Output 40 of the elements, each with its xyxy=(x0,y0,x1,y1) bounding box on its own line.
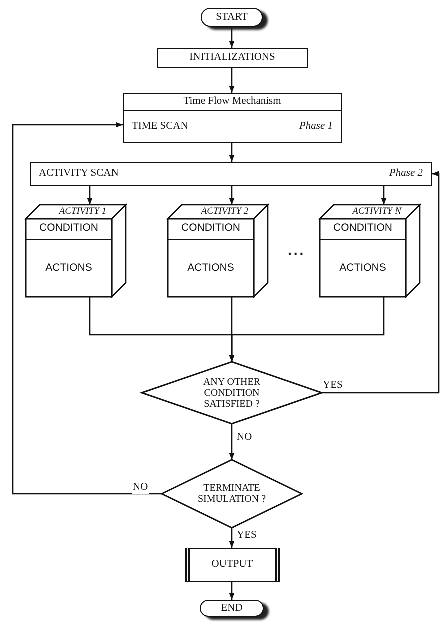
node-text: CONDITION xyxy=(40,223,98,235)
node-text: CONDITION xyxy=(334,223,392,235)
node-text: Phase 1 xyxy=(299,120,333,132)
arrow xyxy=(229,424,235,460)
node-text: ACTIVITY 1 xyxy=(59,206,107,218)
node-text: TIME SCAN xyxy=(132,120,188,132)
arrow xyxy=(229,68,235,93)
arrow xyxy=(229,143,235,162)
node-text: ACTIONS xyxy=(46,262,92,274)
node-text: START xyxy=(216,12,248,24)
node-text: ACTIONS xyxy=(340,262,386,274)
arrow xyxy=(229,27,235,48)
arrow xyxy=(229,186,235,205)
node-text: END xyxy=(221,602,243,614)
node-text: ACTIONS xyxy=(188,262,234,274)
node-text: INITIALIZATIONS xyxy=(190,52,276,64)
node-text: Phase 2 xyxy=(389,168,423,180)
output-box xyxy=(185,548,280,582)
ellipsis-mark: ... xyxy=(288,242,306,258)
process-box xyxy=(30,162,432,186)
process-box xyxy=(157,48,308,68)
arrow xyxy=(229,297,385,362)
node-text: ACTIVITY N xyxy=(352,206,402,218)
arrow xyxy=(229,528,235,548)
edge-label: NO xyxy=(132,482,150,494)
node-text: Time Flow Mechanism xyxy=(184,96,282,108)
node-text: ANY OTHER CONDITION SATISFIED ? xyxy=(202,376,262,410)
node-text: ACTIVITY 2 xyxy=(201,206,249,218)
node-text: CONDITION xyxy=(182,223,240,235)
arrow xyxy=(229,582,235,600)
decision-diamond xyxy=(142,362,322,424)
process-box xyxy=(123,93,342,143)
decision-diamond xyxy=(162,460,302,528)
node-text: ACTIVITY SCAN xyxy=(39,168,119,180)
arrow xyxy=(87,186,93,205)
arrow xyxy=(322,171,440,394)
node-text: TERMINATE SIMULATION ? xyxy=(196,483,268,505)
arrow xyxy=(12,122,162,495)
arrow xyxy=(381,186,387,205)
node-text: OUTPUT xyxy=(212,559,254,571)
